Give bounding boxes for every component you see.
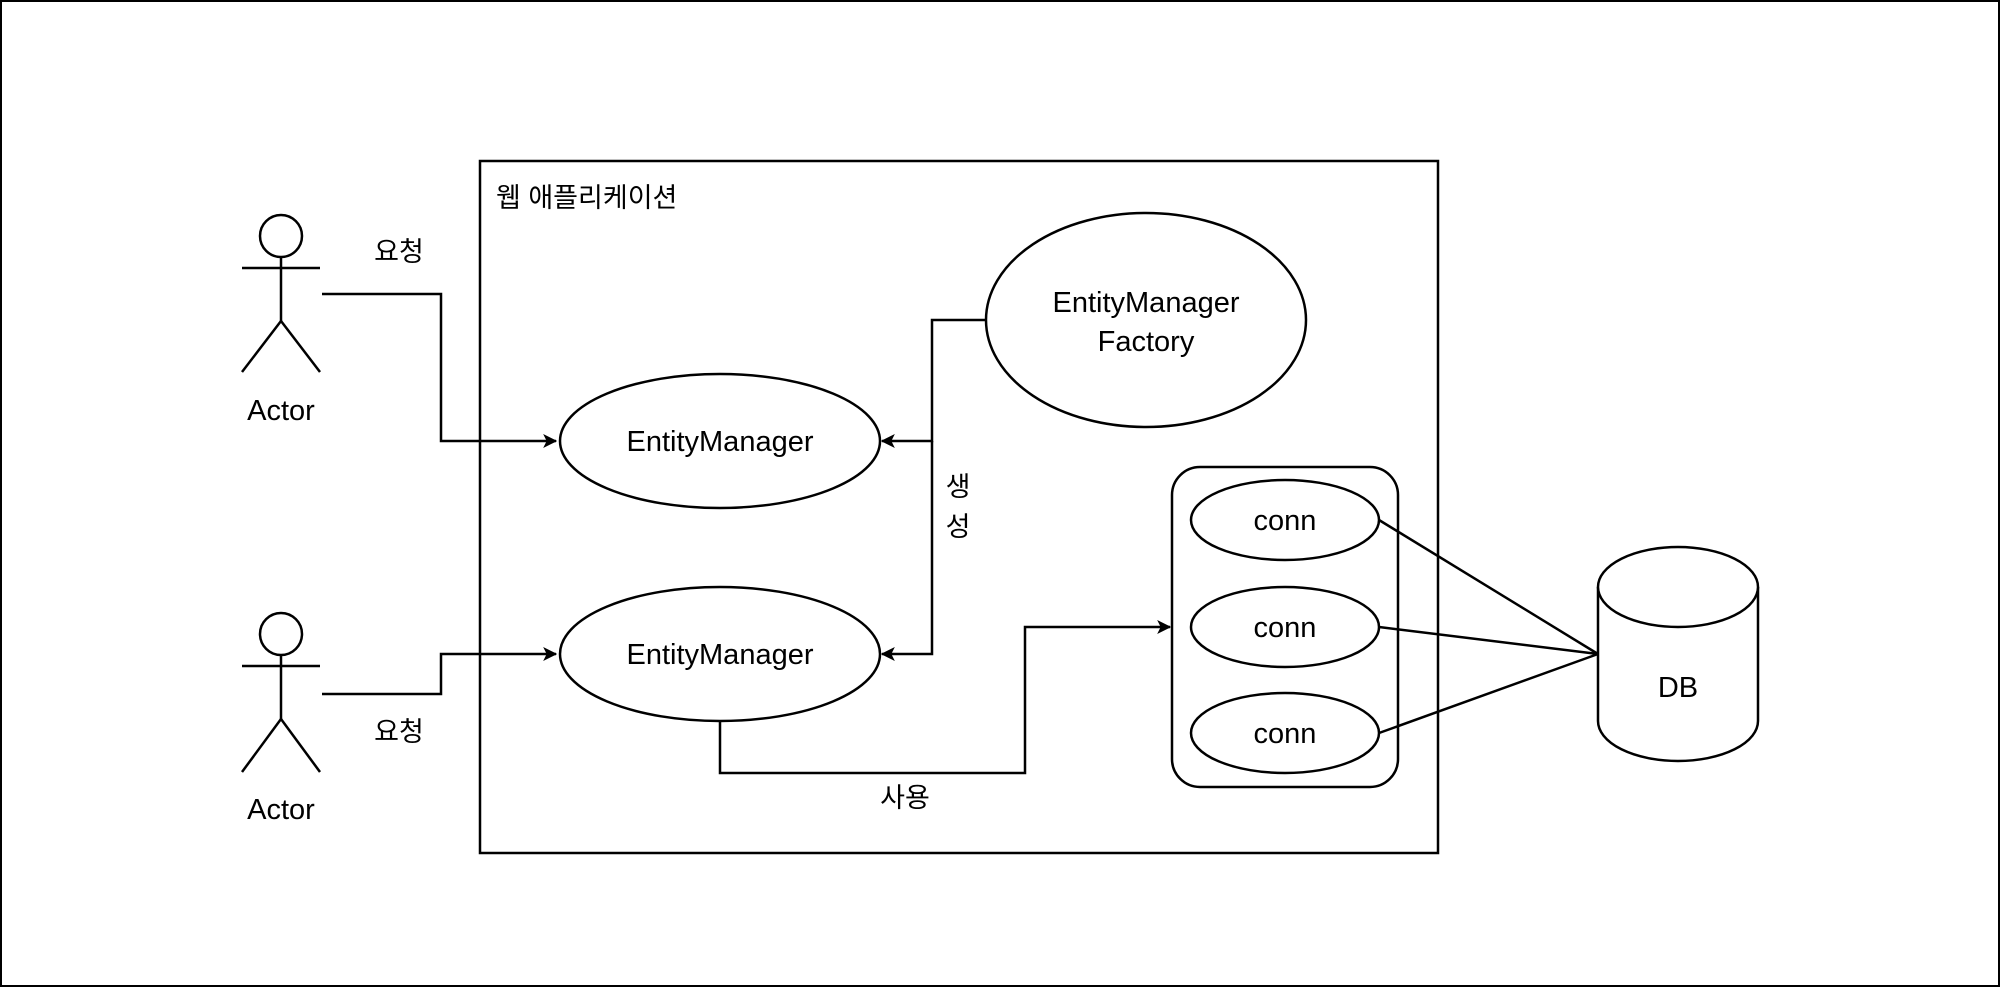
actor-icon (241, 213, 321, 373)
connection-label: conn (1254, 718, 1317, 750)
db-link-1 (1378, 518, 1599, 656)
db-link-2 (1378, 625, 1599, 656)
entity-manager-node-top[interactable]: EntityManager (558, 372, 882, 510)
actor-top-label: Actor (247, 395, 315, 427)
connection-label: conn (1254, 612, 1317, 644)
connection-node-1[interactable]: conn (1189, 478, 1381, 562)
db-link-3 (1378, 652, 1599, 735)
entity-manager-label: EntityManager (627, 426, 814, 458)
actor-bottom[interactable] (240, 611, 322, 773)
factory-label-line2: Factory (1098, 326, 1195, 358)
connection-node-2[interactable]: conn (1189, 585, 1381, 669)
request-edge-top[interactable] (322, 292, 558, 448)
container-label: 웹 애플리케이션 (496, 183, 677, 213)
actor-bottom-label: Actor (247, 794, 315, 826)
create-edge-top[interactable] (880, 318, 986, 448)
factory-label-line1: EntityManager (1053, 287, 1240, 319)
request-edge-bottom[interactable] (322, 647, 558, 696)
request-label-bottom: 요청 (374, 717, 424, 747)
database-node[interactable]: DB (1596, 545, 1760, 763)
create-edge-bottom[interactable] (880, 441, 934, 661)
connection-label: conn (1254, 505, 1317, 537)
use-label: 사용 (880, 783, 930, 813)
actor-icon (240, 611, 322, 773)
entity-manager-node-bottom[interactable]: EntityManager (558, 585, 882, 723)
actor-top[interactable] (241, 213, 321, 373)
create-label-line1: 생 (946, 472, 971, 502)
database-label: DB (1658, 672, 1698, 704)
connection-node-3[interactable]: conn (1189, 691, 1381, 775)
entity-manager-factory-node[interactable]: EntityManager Factory (984, 211, 1308, 429)
use-edge[interactable] (718, 620, 1172, 775)
entity-manager-label: EntityManager (627, 639, 814, 671)
request-label-top: 요청 (374, 237, 424, 267)
create-label-line2: 성 (946, 512, 971, 542)
database-icon (1596, 545, 1760, 763)
